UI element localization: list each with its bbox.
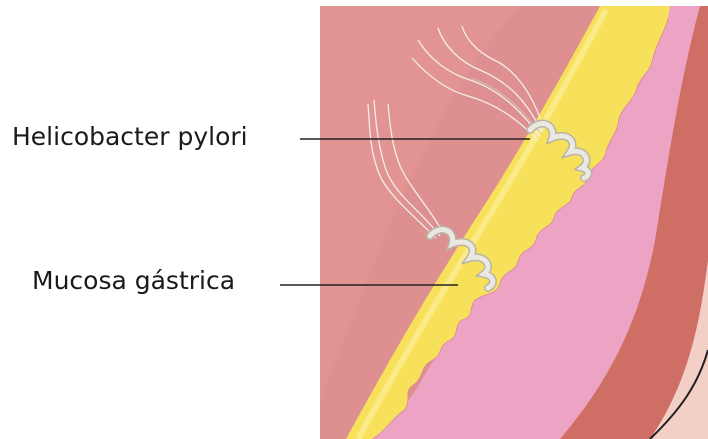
label-mucosa-gastrica: Mucosa gástrica: [32, 268, 235, 293]
label-helicobacter-pylori: Helicobacter pylori: [12, 124, 248, 149]
